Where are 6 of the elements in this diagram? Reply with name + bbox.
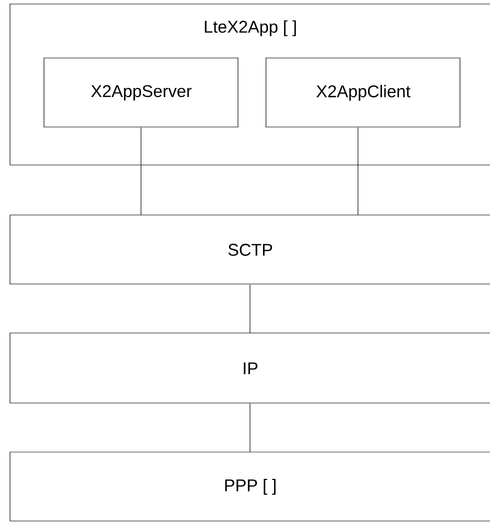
- submodule-box: X2AppClient: [266, 58, 460, 128]
- layer-box: IP: [10, 332, 490, 404]
- connector-line: [140, 127, 142, 216]
- submodule-box: X2AppServer: [44, 58, 238, 128]
- layer-box: SCTP: [10, 214, 490, 284]
- layer-box: PPP [ ]: [10, 452, 490, 522]
